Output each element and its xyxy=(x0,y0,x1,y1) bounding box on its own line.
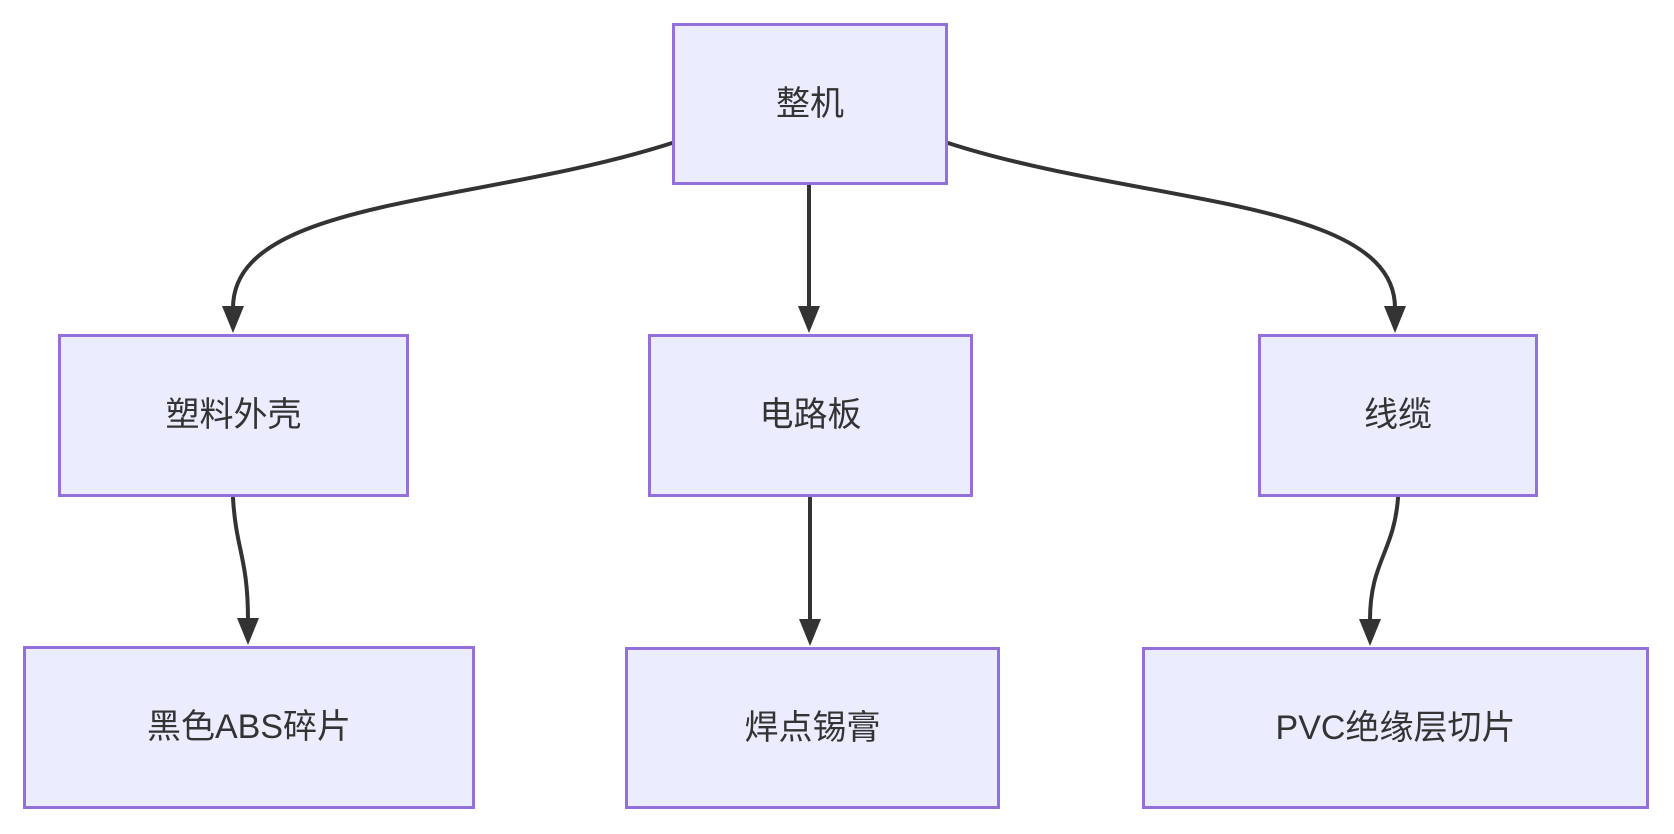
node-whole-machine: 整机 xyxy=(672,23,948,185)
node-solder-paste: 焊点锡膏 xyxy=(625,647,1000,809)
node-plastic-shell-label: 塑料外壳 xyxy=(165,396,302,435)
node-circuit-board: 电路板 xyxy=(648,334,973,497)
node-whole-machine-label: 整机 xyxy=(776,84,844,123)
node-pvc-insulation-slices-label: PVC绝缘层切片 xyxy=(1275,708,1516,747)
edge-root-cable xyxy=(946,141,1406,333)
edge-shell-abs-line xyxy=(231,496,250,622)
edge-root-shell-arrowhead-icon xyxy=(222,306,244,333)
edge-pcb-solder-arrowhead-icon xyxy=(799,619,821,646)
node-cable-label: 线缆 xyxy=(1364,396,1432,435)
edge-root-shell-line xyxy=(231,141,674,310)
node-solder-paste-label: 焊点锡膏 xyxy=(744,708,881,747)
node-plastic-shell: 塑料外壳 xyxy=(58,334,409,497)
edge-root-cable-line xyxy=(946,141,1397,310)
node-circuit-board-label: 电路板 xyxy=(759,396,862,435)
edge-root-pcb xyxy=(798,183,820,333)
node-cable: 线缆 xyxy=(1258,334,1538,497)
edge-root-cable-arrowhead-icon xyxy=(1384,306,1406,333)
edge-cable-pvc-arrowhead-icon xyxy=(1359,619,1381,646)
edge-pcb-solder xyxy=(799,496,821,646)
node-black-abs-fragments-label: 黑色ABS碎片 xyxy=(146,708,352,747)
edge-cable-pvc-line xyxy=(1368,496,1400,622)
edge-cable-pvc xyxy=(1359,496,1400,646)
edge-shell-abs-arrowhead-icon xyxy=(237,618,259,645)
edge-shell-abs xyxy=(231,496,259,645)
node-black-abs-fragments: 黑色ABS碎片 xyxy=(23,646,475,809)
edge-root-shell xyxy=(222,141,674,333)
node-pvc-insulation-slices: PVC绝缘层切片 xyxy=(1142,647,1649,809)
edge-root-pcb-arrowhead-icon xyxy=(798,306,820,333)
